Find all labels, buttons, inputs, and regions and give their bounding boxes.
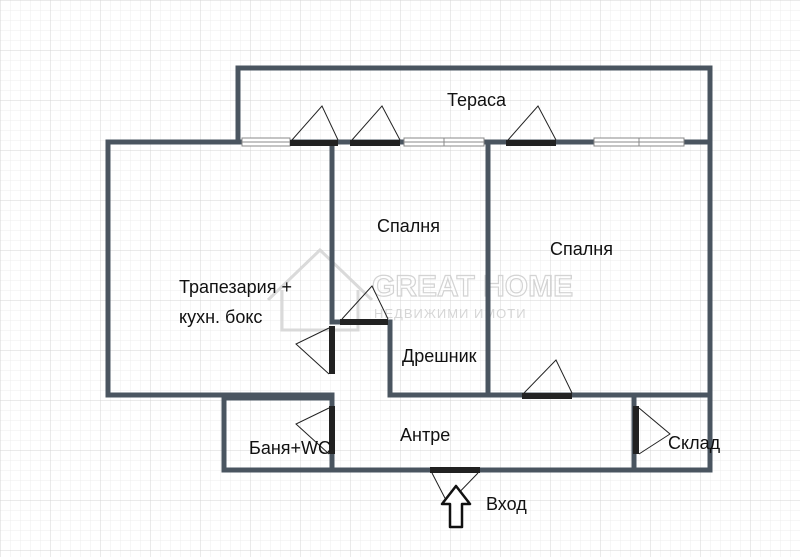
room-label-terrace: Тераса <box>447 90 507 110</box>
door-wardrobe <box>340 285 389 325</box>
door-bedroom2-terrace <box>506 105 557 146</box>
room-label-storage: Склад <box>668 433 721 453</box>
door-dining-hall <box>295 326 335 375</box>
watermark-tagline: НЕДВИЖИМИ ИМОТИ <box>374 306 527 321</box>
door-dining-terrace <box>290 105 339 146</box>
door-bathroom <box>295 406 335 455</box>
room-label-bedroom-1: Спалня <box>377 216 440 236</box>
watermark-house-icon <box>266 247 374 332</box>
entrance-label: Вход <box>486 494 527 514</box>
room-label-hallway: Антре <box>400 425 450 445</box>
door-bedroom1-terrace <box>350 105 401 146</box>
windows <box>241 137 685 147</box>
entrance-arrow-icon <box>440 484 472 529</box>
room-label-bedroom-2: Спалня <box>550 239 613 259</box>
watermark-brand: GREAT HOME <box>372 270 573 303</box>
door-storage <box>633 406 671 455</box>
terrace-wall <box>235 65 713 145</box>
room-label-dining-line1: Трапезария + <box>179 277 292 297</box>
doors <box>290 105 671 505</box>
door-bedroom2-hall <box>522 359 573 399</box>
room-label-dining-line2: кухн. бокс <box>179 307 262 327</box>
room-label-bathroom: Баня+WC <box>249 438 331 458</box>
room-label-wardrobe: Дрешник <box>402 346 477 366</box>
